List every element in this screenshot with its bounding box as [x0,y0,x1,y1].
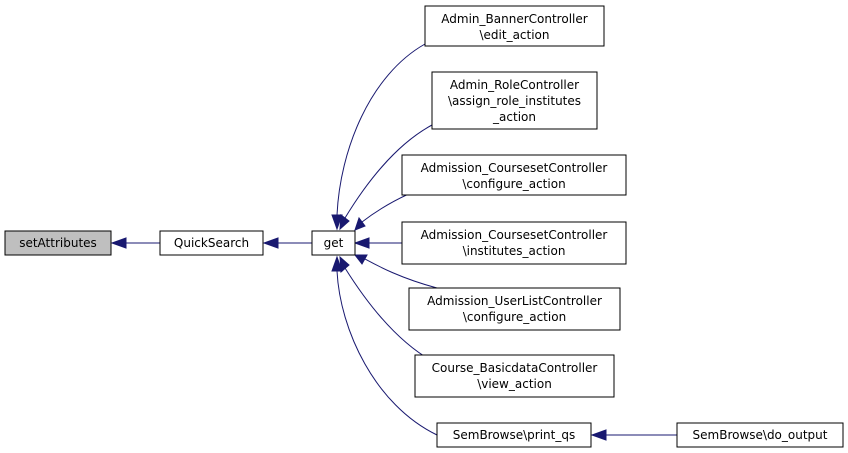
node-role-assign-action[interactable]: Admin_RoleController \assign_role_instit… [431,71,598,130]
node-basicdata-view-action[interactable]: Course_BasicdataController \view_action [414,354,615,398]
node-basicdata-line-2: \view_action [477,377,552,391]
node-role-line-1: Admin_RoleController [450,78,579,92]
edge-print-qs-to-get [331,255,438,436]
node-courseset-institutes-action[interactable]: Admission_CoursesetController \institute… [401,221,627,265]
node-userlist-configure-action[interactable]: Admission_UserListController \configure_… [408,287,621,331]
node-sembrowse-print-qs[interactable]: SemBrowse\print_qs [436,422,592,448]
node-courseset-institutes-line-2: \institutes_action [463,244,566,258]
node-courseset-configure-line-1: Admission_CoursesetController [421,161,608,175]
node-banner-line-2: \edit_action [479,28,549,42]
node-userlist-line-2: \configure_action [463,310,566,324]
edge-courseset-institutes-to-get [353,237,402,249]
node-userlist-line-1: Admission_UserListController [427,294,602,308]
edge-role-to-get [339,124,433,231]
edge-do-output-to-print-qs [590,429,677,441]
node-sembrowse-do-output[interactable]: SemBrowse\do_output [676,422,844,448]
edge-get-to-quicksearch [262,237,312,249]
node-quicksearch-label: QuickSearch [174,236,249,250]
node-get-label: get [324,236,344,250]
node-courseset-configure-action[interactable]: Admission_CoursesetController \configure… [401,154,627,196]
node-courseset-configure-line-2: \configure_action [462,177,565,191]
node-banner-edit-action[interactable]: Admin_BannerController \edit_action [424,5,605,47]
node-do-output-label: SemBrowse\do_output [693,428,828,442]
node-print-qs-label: SemBrowse\print_qs [453,428,576,442]
node-banner-line-1: Admin_BannerController [441,12,587,26]
edge-basicdata-to-get [339,255,433,362]
node-quicksearch[interactable]: QuickSearch [159,230,264,256]
node-courseset-institutes-line-1: Admission_CoursesetController [421,228,608,242]
node-setattributes-label: setAttributes [19,236,97,250]
node-get[interactable]: get [311,230,356,256]
edge-banner-to-get [331,43,426,231]
node-setattributes[interactable]: setAttributes [4,230,112,256]
node-role-line-2: \assign_role_institutes [448,94,581,108]
edge-quicksearch-to-setattributes [110,237,160,249]
node-basicdata-line-1: Course_BasicdataController [432,361,598,375]
edge-userlist-to-get [353,254,438,289]
node-role-line-3: _action [492,110,536,124]
